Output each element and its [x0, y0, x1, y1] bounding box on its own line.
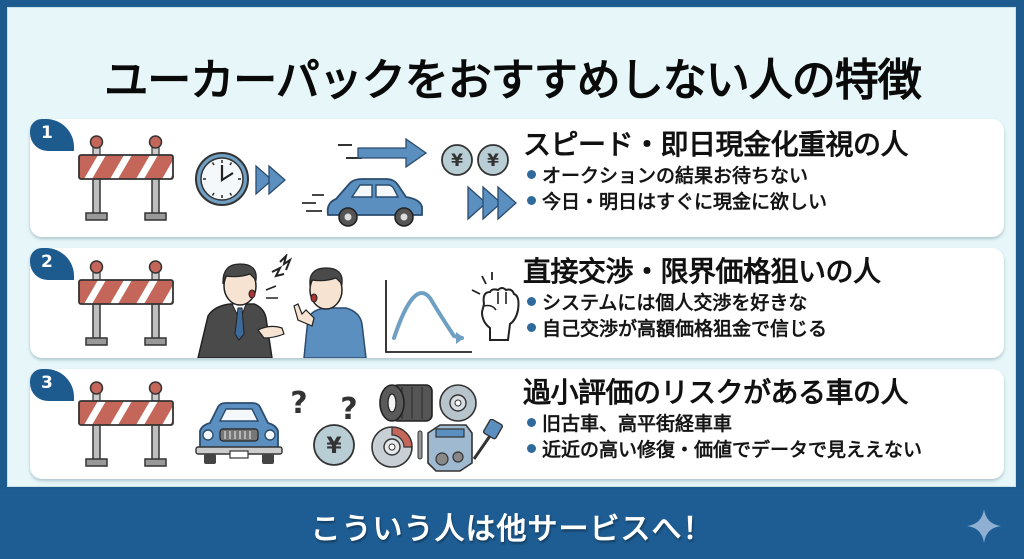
- card-text: スピード・即日現金化重視の人 オークションの結果お待ちない 今日・明日はすぐに現…: [523, 127, 909, 215]
- yen-coin-icon: ¥: [477, 144, 509, 176]
- svg-text:¥: ¥: [326, 434, 342, 459]
- card-illustration: ¥ ¥: [30, 119, 517, 237]
- car-icon: [302, 178, 423, 227]
- page-title: ユーカーパックをおすすめしない人の特徴: [104, 55, 922, 106]
- content-panel: ユーカーパックをおすすめしない人の特徴 1: [7, 7, 1016, 487]
- svg-text:¥: ¥: [487, 151, 499, 171]
- brake-disc-icon: [371, 426, 413, 468]
- bullet-item: 自己交渉が高額価格狙金で信じる: [523, 316, 881, 342]
- barrier-icon: [78, 260, 174, 346]
- question-mark-icon: ?: [340, 392, 357, 425]
- bullet-item: システムには個人交渉を好きな: [523, 290, 881, 316]
- bullet-dot-icon: [527, 444, 536, 453]
- footer-banner: こういう人は他サービスへ！: [0, 489, 1024, 559]
- sparkle-icon: [967, 509, 1001, 543]
- card-text: 過小評価のリスクがある車の人 旧古車、高平街経車車 近近の高い修復・価値でデータ…: [523, 375, 922, 463]
- bullet-item: 近近の高い修復・価値でデータで見ええない: [523, 437, 922, 463]
- bullet-item: 今日・明日はすぐに現金に欲しい: [523, 189, 908, 215]
- footer-text: こういう人は他サービスへ！: [310, 512, 714, 547]
- bullet-item: 旧古車、高平街経車車: [523, 411, 922, 437]
- brake-disc-icon: [439, 384, 477, 422]
- question-mark-icon: ?: [290, 386, 307, 419]
- bullet-dot-icon: [527, 196, 536, 205]
- fast-forward-icon: [255, 164, 286, 196]
- svg-text:?: ?: [290, 386, 307, 419]
- bullet-dot-icon: [527, 297, 536, 306]
- barrier-icon: [78, 135, 174, 221]
- bullet-dot-icon: [527, 170, 536, 179]
- yen-coin-icon: ¥: [441, 144, 473, 176]
- car-front-icon: [195, 402, 283, 464]
- barrier-icon: [78, 381, 174, 467]
- speed-arrow-icon: [338, 137, 428, 169]
- negotiating-people-icon: [197, 254, 367, 358]
- card-heading: スピード・即日現金化重視の人: [523, 128, 909, 161]
- triple-forward-icon: [467, 185, 517, 221]
- fist-icon: [471, 272, 520, 341]
- svg-text:¥: ¥: [451, 151, 463, 171]
- price-curve-chart-icon: [385, 280, 472, 353]
- card-undervaluation-risk: 3: [30, 369, 1004, 479]
- clock-icon: [195, 152, 249, 206]
- bullet-dot-icon: [527, 323, 536, 332]
- card-heading: 直接交渉・限界価格狙いの人: [523, 255, 881, 288]
- yen-coin-icon: ¥: [313, 424, 355, 466]
- tires-icon: [379, 384, 433, 422]
- card-speed: 1: [30, 119, 1004, 237]
- card-text: 直接交渉・限界価格狙いの人 システムには個人交渉を好きな 自己交渉が高額価格狙金…: [523, 254, 881, 342]
- card-negotiation: 2: [30, 248, 1004, 358]
- engine-parts-icon: [417, 419, 504, 472]
- bullet-dot-icon: [527, 418, 536, 427]
- svg-text:?: ?: [340, 392, 357, 425]
- bullet-item: オークションの結果お待ちない: [523, 163, 908, 189]
- card-heading: 過小評価のリスクがある車の人: [523, 376, 909, 409]
- card-illustration: ? ? ¥: [30, 369, 510, 479]
- card-illustration: [30, 248, 520, 358]
